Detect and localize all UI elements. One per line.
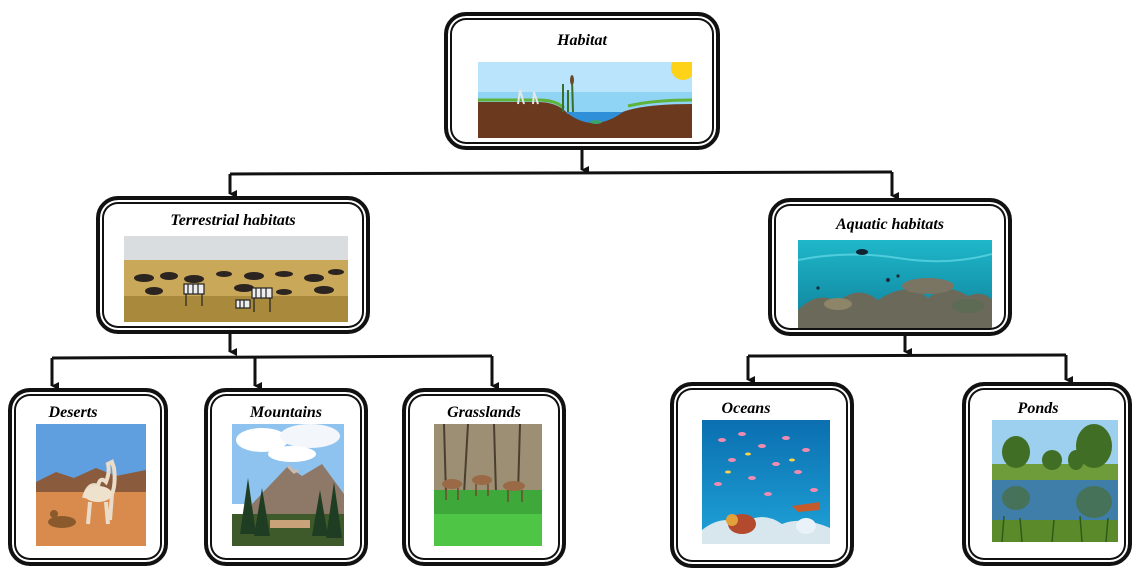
habitat-label: Habitat	[557, 32, 607, 49]
mountains-node: Mountains	[204, 388, 368, 566]
grasslands-node: Grasslands	[402, 388, 566, 566]
ponds-node: Ponds	[962, 382, 1132, 566]
root-horizontal-line	[229, 170, 893, 176]
mountain-forest-image	[232, 424, 344, 546]
deserts-label: Deserts	[48, 404, 98, 421]
savanna-wildlife-image	[124, 236, 348, 322]
terrestrial-horizontal-line	[51, 354, 493, 360]
oceans-node: Oceans	[670, 382, 854, 568]
oceans-label: Oceans	[721, 400, 771, 417]
ocean-fish-image	[702, 420, 830, 544]
aquatic-habitats-node: Aquatic habitats	[768, 198, 1012, 336]
ponds-label: Ponds	[1017, 400, 1059, 417]
mountains-label: Mountains	[249, 404, 323, 421]
terrestrial-habitats-label: Terrestrial habitats	[170, 212, 296, 229]
aquatic-habitats-label: Aquatic habitats	[835, 216, 945, 233]
pond-trees-image	[992, 420, 1118, 542]
grasslands-label: Grasslands	[447, 404, 521, 421]
habitat-scene-image	[478, 62, 692, 138]
deserts-node: Deserts	[8, 388, 168, 566]
aquatic-horizontal-line	[747, 353, 1067, 358]
habitat-node: Habitat	[444, 12, 720, 150]
coral-reef-image	[798, 240, 992, 328]
terrestrial-habitats-node: Terrestrial habitats	[96, 196, 370, 334]
grassland-deer-image	[434, 424, 542, 546]
desert-camels-image	[36, 424, 146, 546]
